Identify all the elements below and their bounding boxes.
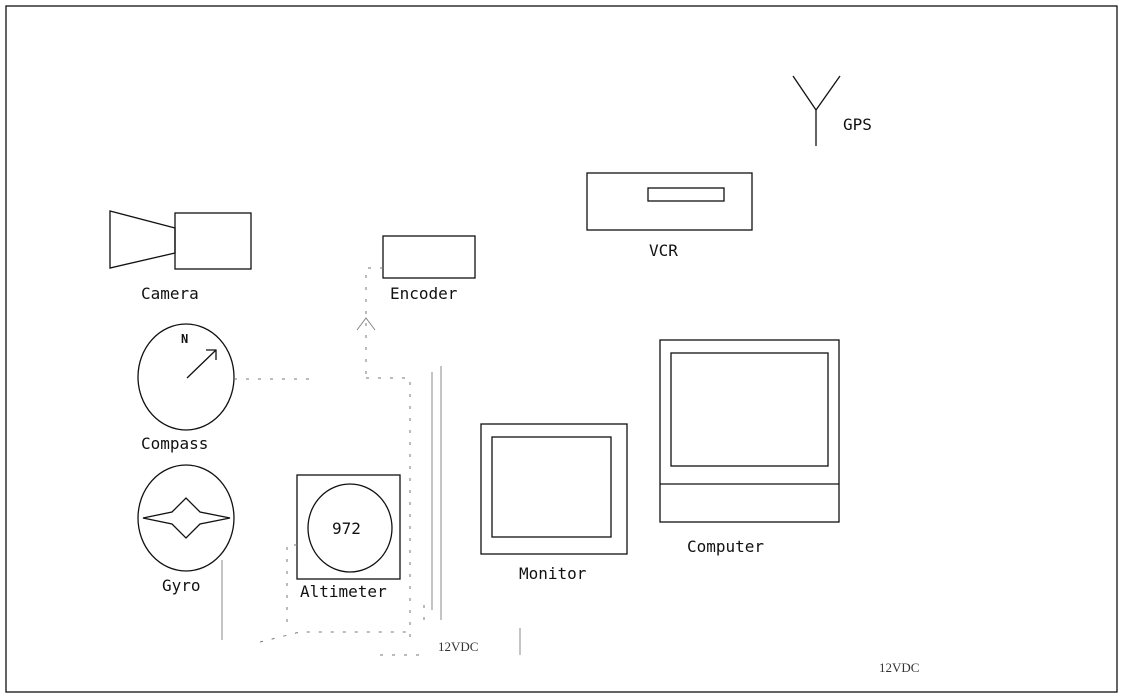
- computer: Computer: [659, 339, 840, 556]
- compass: N Compass: [137, 323, 235, 453]
- altimeter-reading: 972: [332, 519, 361, 538]
- gyro: Gyro: [137, 464, 235, 595]
- gyro-icon: [137, 464, 235, 572]
- diagram-frame: [5, 5, 1118, 693]
- computer-body: [659, 339, 840, 523]
- gps-label: GPS: [843, 115, 872, 134]
- encoder-label: Encoder: [390, 284, 458, 303]
- wiring: [221, 267, 521, 656]
- compass-north-label: N: [181, 332, 188, 346]
- monitor-screen: [491, 436, 612, 538]
- computer-screen: [670, 352, 829, 467]
- camera: Camera: [109, 210, 252, 303]
- monitor-label: Monitor: [519, 564, 587, 583]
- power-label-left: 12VDC: [438, 639, 478, 654]
- camera-label: Camera: [141, 284, 199, 303]
- gyro-label: Gyro: [162, 576, 201, 595]
- monitor-body: [480, 423, 628, 555]
- power-label-right: 12VDC: [879, 660, 919, 675]
- encoder-body: [382, 235, 476, 279]
- monitor: Monitor: [480, 423, 628, 583]
- vcr: VCR: [586, 172, 753, 260]
- encoder: Encoder: [382, 235, 476, 303]
- computer-label: Computer: [687, 537, 764, 556]
- camera-icon: [109, 210, 252, 270]
- antenna-icon: [792, 75, 841, 146]
- compass-label: Compass: [141, 434, 208, 453]
- altimeter-icon: [296, 474, 401, 580]
- vcr-body: [586, 172, 753, 231]
- gps-antenna: GPS: [792, 75, 872, 146]
- altimeter-label: Altimeter: [300, 582, 387, 601]
- altimeter: 972 Altimeter: [296, 474, 401, 601]
- vcr-tape-slot: [647, 187, 725, 202]
- vcr-label: VCR: [649, 241, 678, 260]
- compass-icon: [137, 323, 235, 431]
